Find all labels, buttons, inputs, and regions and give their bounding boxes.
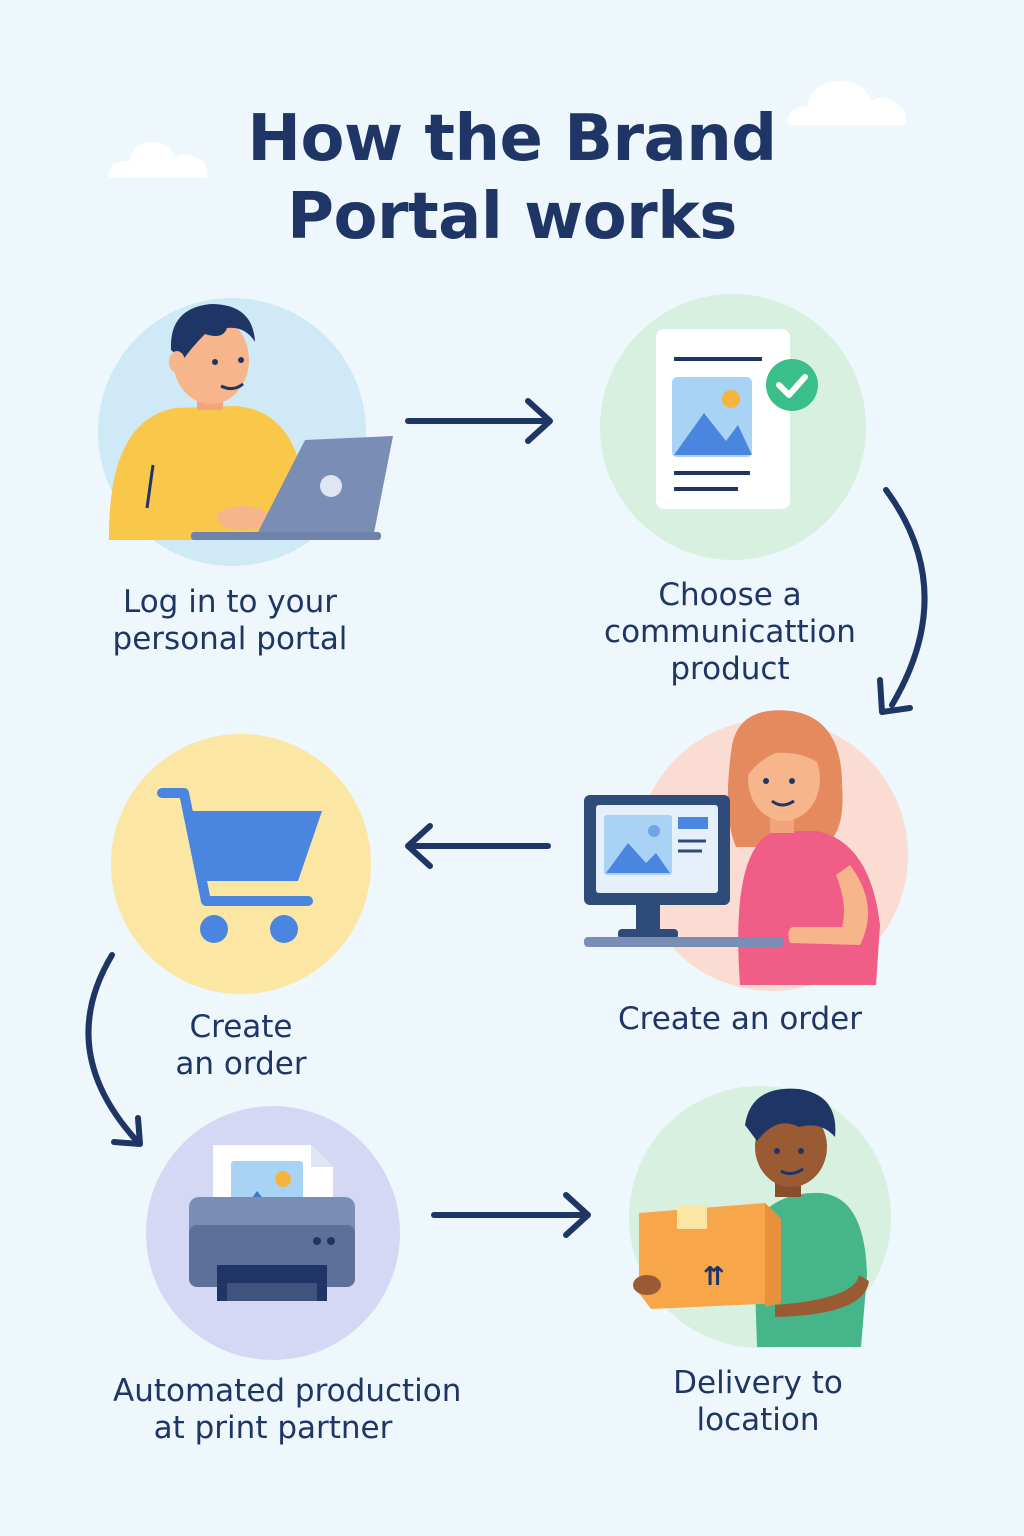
person-desktop-icon	[584, 710, 908, 991]
shopping-cart-icon	[111, 734, 371, 994]
arrow-left-icon	[405, 823, 551, 869]
cloud-right-icon	[787, 81, 906, 125]
step-login: Log in to your personal portal	[95, 290, 395, 657]
arrow-right-icon	[431, 1192, 591, 1238]
person-laptop-icon	[98, 298, 393, 566]
title-line-2: Portal works	[287, 180, 737, 254]
step-delivery: ⇈ Delivery to location	[625, 1085, 895, 1438]
step-create-order-desktop-label: Create an order	[617, 1001, 863, 1037]
arrow-curve-down-icon	[877, 487, 928, 715]
step-create-order-cart: Create an order	[110, 733, 372, 1082]
page-title: How the Brand Portal works	[0, 100, 1024, 256]
document-check-icon	[600, 294, 866, 560]
svg-text:⇈: ⇈	[703, 1262, 725, 1292]
cloud-left-icon	[108, 142, 208, 178]
printer-icon	[146, 1106, 400, 1360]
step-create-order-cart-label: Create an order	[175, 1009, 307, 1082]
person-box-icon: ⇈	[629, 1086, 891, 1348]
step-production-label: Automated production at print partner	[113, 1373, 462, 1446]
step-create-order-desktop: Create an order	[580, 705, 910, 1037]
arrow-right-icon	[405, 398, 553, 444]
arrow-curve-down-icon	[85, 952, 143, 1147]
step-delivery-label: Delivery to location	[673, 1365, 843, 1438]
step-choose-product: Choose a communicattion product	[600, 294, 870, 687]
step-production: Automated production at print partner	[113, 1105, 461, 1446]
step-choose-product-label: Choose a communicattion product	[604, 577, 856, 687]
step-login-label: Log in to your personal portal	[112, 584, 348, 657]
title-line-1: How the Brand	[247, 102, 777, 176]
